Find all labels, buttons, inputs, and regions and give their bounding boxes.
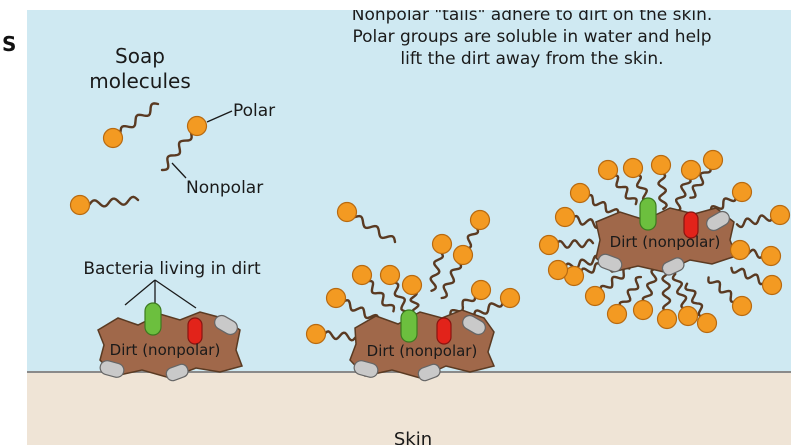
polar-head [403, 276, 422, 295]
polar-head [338, 203, 357, 222]
polar-head [556, 208, 575, 227]
skin-label: Skin [394, 429, 432, 445]
header-line-3: lift the dirt away from the skin. [400, 49, 663, 69]
polar-head [71, 196, 90, 215]
polar-head [731, 241, 750, 260]
polar-head [634, 301, 653, 320]
legend-title-line-1: Soap [115, 44, 165, 68]
polar-head [353, 266, 372, 285]
header-line-2: Polar groups are soluble in water and he… [352, 27, 711, 47]
polar-head [540, 236, 559, 255]
dirt-label-right: Dirt (nonpolar) [610, 233, 721, 251]
polar-head [454, 246, 473, 265]
polar-head [698, 314, 717, 333]
polar-label: Polar [233, 101, 275, 121]
polar-head [472, 281, 491, 300]
legend-title-line-2: molecules [89, 69, 191, 93]
polar-head [682, 161, 701, 180]
polar-head [608, 305, 627, 324]
polar-head [586, 287, 605, 306]
polar-head [704, 151, 723, 170]
polar-head [733, 297, 752, 316]
polar-head [762, 247, 781, 266]
bacterium-green [145, 303, 161, 335]
polar-head [658, 310, 677, 329]
polar-head [433, 235, 452, 254]
dirt-label-middle: Dirt (nonpolar) [367, 342, 478, 360]
header-line-1: Nonpolar "tails" adhere to dirt on the s… [352, 5, 713, 25]
polar-head [501, 289, 520, 308]
polar-head [733, 183, 752, 202]
polar-head [624, 159, 643, 178]
polar-head [763, 276, 782, 295]
polar-head [771, 206, 790, 225]
polar-head [104, 129, 123, 148]
polar-head [307, 325, 326, 344]
bacterium-green [640, 198, 656, 230]
polar-head [679, 307, 698, 326]
bacteria-label: Bacteria living in dirt [83, 259, 261, 279]
polar-head [549, 261, 568, 280]
polar-head [471, 211, 490, 230]
dirt-label-left: Dirt (nonpolar) [110, 341, 221, 359]
polar-head [652, 156, 671, 175]
polar-head [381, 266, 400, 285]
polar-head [188, 117, 207, 136]
polar-head [327, 289, 346, 308]
nonpolar-label: Nonpolar [186, 178, 263, 198]
polar-head [571, 184, 590, 203]
polar-head [599, 161, 618, 180]
bacterium-red [437, 318, 451, 344]
bacterium-green [401, 310, 417, 342]
